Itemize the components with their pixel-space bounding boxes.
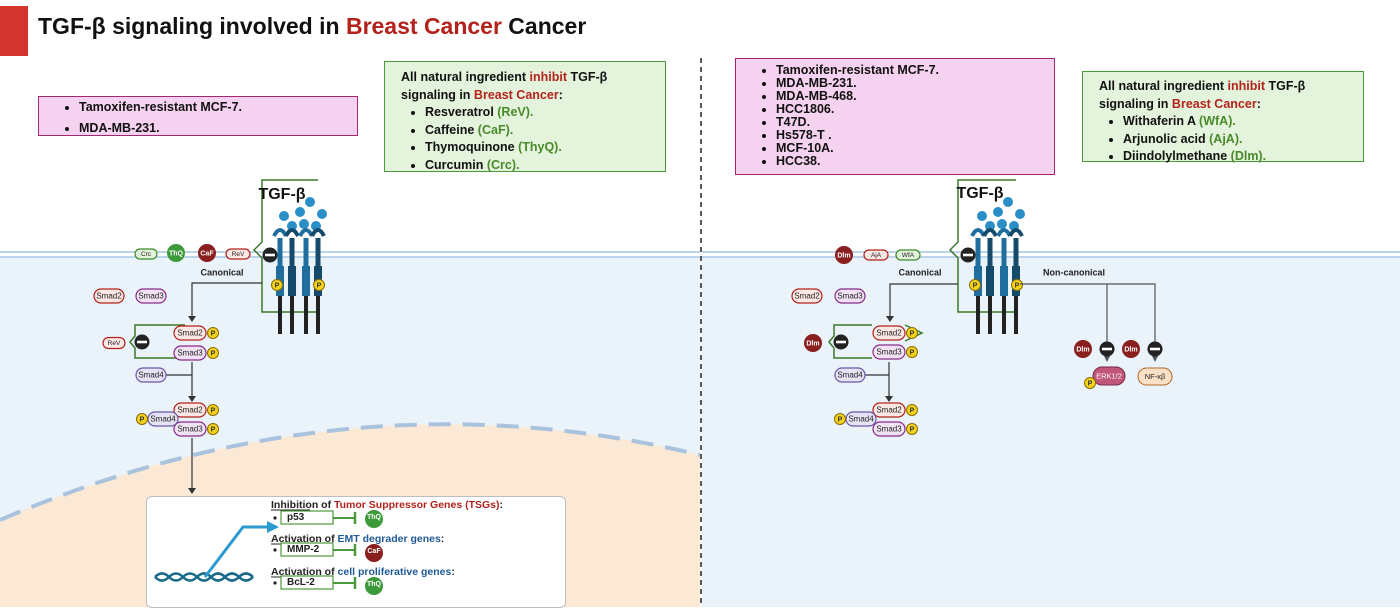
cell-line-item: T47D. [776,116,1054,129]
heading-text: All natural ingredient [401,70,530,84]
heading-cancer: Breast Cancer [1171,97,1257,111]
ingredient-name: Thymoquinone [425,140,519,154]
ingredient-name: Caffeine [425,122,478,137]
dna-strand [154,572,254,582]
gene-heading-text: Activation of [271,533,338,545]
cell-line-item: HCC1806. [776,103,1054,116]
heading-inhibit: inhibit [1227,79,1266,93]
dna-and-arrow [154,509,315,582]
gene-heading-colon: : [440,533,445,545]
ingredient-item: Resveratrol (ReV). [425,104,665,122]
cell-line-item: MDA-MB-468. [776,90,1054,103]
left-cell-lines-box: Tamoxifen-resistant MCF-7. MDA-MB-231. [38,96,358,136]
cell-line-item: MCF-10A. [776,142,1054,155]
page-title: TGF-β signaling involved in Breast Cance… [38,13,586,40]
ingredient-name: Diindolylmethane [1123,149,1231,163]
heading-inhibit: inhibit [529,70,568,84]
natural-box-heading: All natural ingredient inhibit TGF-β sig… [385,68,665,104]
gene-heading-text: Inhibition of [271,499,334,511]
nuclear-envelope-left [0,422,701,522]
heading-colon: : [558,88,563,102]
ingredient-abbr: (CaF). [477,122,514,137]
ingredient-abbr: (Crc). [486,157,520,172]
cell-line-item: HCC38. [776,155,1054,168]
ingredient-item: Withaferin A (WfA). [1123,113,1363,131]
ingredient-name: Curcumin [425,157,487,172]
dna-strand [154,572,254,582]
cell-line-item: Tamoxifen-resistant MCF-7. [776,64,1054,77]
title-highlight: Breast Cancer [345,13,502,39]
title-bar: TGF-β signaling involved in Breast Cance… [0,0,1400,58]
ingredient-abbr: (WfA). [1199,114,1236,128]
gene-regulation-box: Inhibition of Tumor Suppressor Genes (TS… [146,496,566,608]
gene-heading-tsg: Inhibition of Tumor Suppressor Genes (TS… [271,499,503,511]
heading-cancer: Breast Cancer [473,88,559,102]
left-natural-ingredients-box: All natural ingredient inhibit TGF-β sig… [384,61,666,172]
gene-heading-proliferative: Activation of cell proliferative genes: [271,566,455,578]
drug-label-thq: ThQ [367,514,381,521]
natural-box-heading: All natural ingredient inhibit TGF-β sig… [1083,77,1363,113]
ingredient-name: Withaferin A [1123,114,1200,128]
gene-bcl2: BcL-2 [287,577,315,588]
gene-heading-colon: : [499,499,504,511]
gene-heading-red: Tumor Suppressor Genes (TSGs) [333,499,500,511]
right-natural-ingredients-box: All natural ingredient inhibit TGF-β sig… [1082,71,1364,163]
heading-text: TGF-β signaling in [401,70,608,102]
gene-heading-blue: cell proliferative genes [337,566,452,578]
ingredient-name: Arjunolic acid [1123,131,1210,146]
ingredient-name: Resveratrol [425,105,498,119]
gene-heading-emt: Activation of EMT degrader genes: [271,533,444,545]
ingredient-item: Thymoquinone (ThyQ). [425,139,665,157]
ingredient-abbr: (AjA). [1209,131,1243,146]
gene-heading-colon: : [451,566,455,578]
gene-heading-text: Activation of [271,566,338,578]
cell-line-item: Tamoxifen-resistant MCF-7. [79,99,357,117]
arrow-head [267,521,279,533]
gene-p53: p53 [287,512,305,523]
ingredient-abbr: (Dlm). [1230,149,1267,163]
transcription-arrow [203,525,267,578]
title-prefix: TGF-β signaling involved in [38,13,346,39]
ingredient-item: Arjunolic acid (AjA). [1123,131,1363,149]
cell-line-item: MDA-MB-231. [776,77,1054,90]
gene-mmp2: MMP-2 [287,544,320,555]
title-suffix: Cancer [501,13,587,39]
drug-label-caf: CaF [367,548,381,555]
gene-heading-blue: EMT degrader genes [337,533,441,545]
drug-label-thq: ThQ [367,581,381,588]
heading-colon: : [1256,97,1261,111]
cell-line-item: Hs578-T . [776,129,1054,142]
cytoplasm-right [702,258,1400,607]
heading-text: All natural ingredient [1099,79,1228,93]
ingredient-item: Curcumin (Crc). [425,157,665,175]
heading-text: TGF-β signaling in [1099,79,1306,111]
ingredient-item: Diindolylmethane (Dlm). [1123,148,1363,166]
title-accent [0,6,28,56]
ingredient-abbr: (ReV). [497,105,534,119]
cell-line-item: MDA-MB-231. [79,120,357,138]
ingredient-abbr: (ThyQ). [518,140,562,154]
ingredient-item: Caffeine (CaF). [425,122,665,140]
right-cell-lines-box: Tamoxifen-resistant MCF-7. MDA-MB-231. M… [735,58,1055,175]
